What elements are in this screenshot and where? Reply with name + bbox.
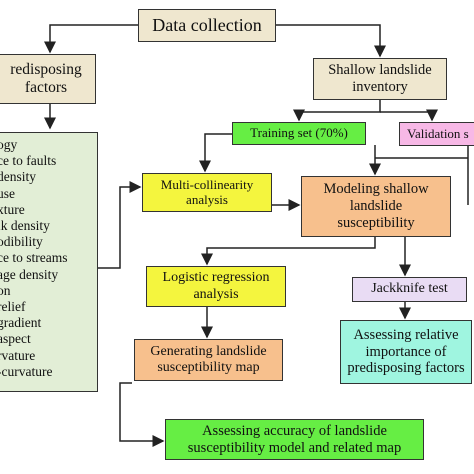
logistic-regression-label-1: Logistic regression: [162, 270, 270, 286]
factor-list: ogy ce to faults density use xture lk de…: [0, 132, 98, 392]
validation-set-box: Validation s: [399, 122, 474, 146]
factor-item: aspect: [0, 331, 31, 347]
predisposing-factors-box: redisposing factors: [0, 54, 96, 104]
factor-item: lk density: [0, 218, 50, 234]
multicollinearity-label-1: Multi-collinearity: [160, 176, 254, 192]
arrow-list-to-multicollinearity: [98, 181, 142, 269]
generating-map-label-1: Generating landslide: [150, 343, 267, 359]
logistic-regression-label-2: analysis: [193, 286, 239, 302]
arrow-inventory-to-validation: [380, 109, 438, 122]
multicollinearity-label-2: analysis: [186, 191, 228, 207]
arrow-collection-to-inventory: [276, 24, 386, 58]
arrow-inventory-to-training: [293, 100, 381, 122]
predisposing-factors-label-1: redisposing: [10, 61, 82, 79]
arrow-generating-to-accuracy: [119, 382, 165, 447]
factor-item: age density: [0, 266, 59, 282]
accuracy-label-2: susceptibility model and related map: [187, 439, 402, 456]
relative-importance-box: Assessing relative importance of predisp…: [340, 320, 472, 384]
relative-importance-label-2: importance of: [365, 343, 447, 360]
factor-item: ce to faults: [0, 153, 57, 169]
factor-item: xture: [0, 201, 25, 217]
landslide-inventory-label-1: Shallow landslide: [328, 62, 432, 79]
factor-item: rvature: [0, 347, 36, 363]
arrow-modeling-to-logistic: [201, 237, 376, 266]
training-set-label: Training set (70%): [250, 125, 348, 141]
factor-item: -curvature: [0, 363, 53, 379]
landslide-inventory-label-2: inventory: [352, 79, 408, 95]
accuracy-box: Assessing accuracy of landslide suscepti…: [165, 419, 424, 460]
accuracy-label-1: Assessing accuracy of landslide: [202, 422, 387, 439]
factor-item: relief: [0, 299, 26, 315]
validation-set-label: Validation s: [407, 125, 469, 141]
data-collection-label: Data collection: [152, 15, 262, 36]
jackknife-label: Jackknife test: [371, 281, 448, 297]
modeling-box: Modeling shallow landslide susceptibilit…: [301, 176, 451, 237]
multicollinearity-box: Multi-collinearity analysis: [142, 173, 272, 212]
factor-item: gradient: [0, 315, 42, 331]
training-set-box: Training set (70%): [232, 122, 366, 145]
factor-item: density: [0, 169, 36, 185]
logistic-regression-box: Logistic regression analysis: [146, 266, 286, 307]
factor-item: use: [0, 185, 15, 201]
relative-importance-label-3: predisposing factors: [347, 360, 465, 377]
generating-map-label-2: susceptibility map: [157, 360, 260, 375]
relative-importance-label-1: Assessing relative: [353, 326, 459, 343]
modeling-label-2: landslide: [349, 198, 403, 215]
arrow-collection-to-factors: [44, 24, 138, 54]
factor-item: odibility: [0, 234, 43, 250]
data-collection-box: Data collection: [138, 9, 276, 42]
arrow-training-to-multicollinearity: [199, 133, 238, 173]
factor-item: ce to streams: [0, 250, 68, 266]
modeling-label-1: Modeling shallow: [323, 181, 429, 198]
factor-item: ogy: [0, 137, 18, 152]
modeling-label-3: susceptibility: [337, 214, 415, 231]
landslide-inventory-box: Shallow landslide inventory: [313, 58, 447, 100]
predisposing-factors-label-2: factors: [24, 79, 68, 96]
factor-item: on: [0, 282, 11, 298]
generating-map-box: Generating landslide susceptibility map: [134, 339, 283, 381]
jackknife-box: Jackknife test: [352, 277, 467, 302]
